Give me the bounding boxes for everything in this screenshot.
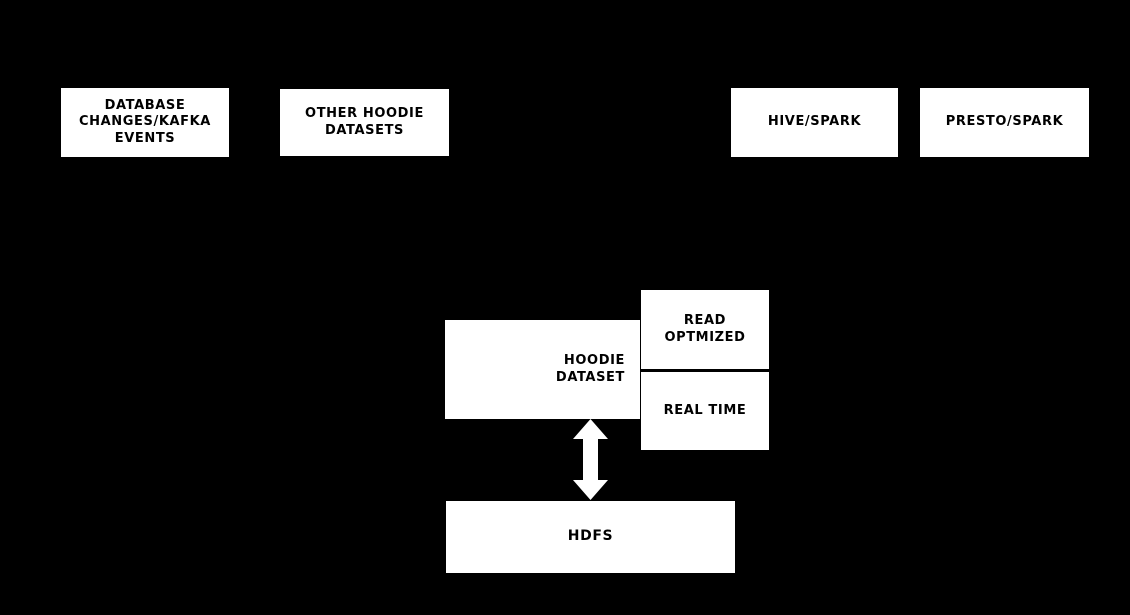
node-hive-spark[interactable]: Hive/Spark [731, 88, 898, 157]
node-label: HDFS [567, 528, 614, 545]
node-label: Hoodie Dataset [555, 353, 625, 385]
node-label: Presto/Spark [945, 114, 1064, 130]
node-other-hoodie-datasets[interactable]: Other Hoodie Datasets [280, 89, 449, 156]
node-label: Read Optmized [664, 313, 746, 345]
node-hdfs[interactable]: HDFS [446, 501, 735, 573]
node-hoodie-dataset[interactable]: Hoodie Dataset [445, 320, 640, 419]
double-arrow-icon [573, 419, 608, 500]
node-real-time-view[interactable]: Real Time [641, 372, 769, 450]
node-read-optimized-view[interactable]: Read Optmized [641, 290, 769, 372]
node-database-changes-kafka-events[interactable]: Database Changes/Kafka Events [61, 88, 229, 157]
node-label: Other Hoodie Datasets [305, 106, 424, 138]
node-label: Database Changes/Kafka Events [79, 98, 211, 146]
node-presto-spark[interactable]: Presto/Spark [920, 88, 1089, 157]
node-label: Hive/Spark [767, 114, 862, 130]
node-label: Real Time [663, 402, 747, 418]
